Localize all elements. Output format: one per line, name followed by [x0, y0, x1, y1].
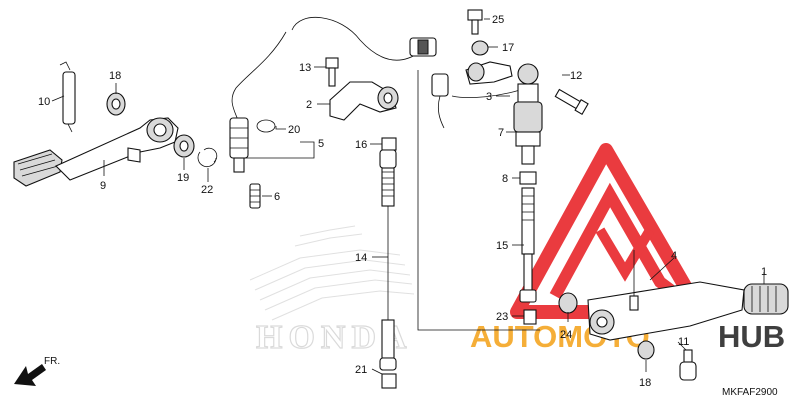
part-master-cylinder-7	[451, 63, 543, 165]
callout-20: 20	[288, 124, 300, 136]
part-clip	[197, 147, 218, 168]
callout-18: 18	[109, 70, 121, 82]
callout-12: 12	[570, 70, 582, 82]
part-pin-22	[523, 309, 537, 325]
part-washer-18b	[637, 340, 655, 360]
part-connector-6	[249, 183, 261, 209]
part-bolt-12	[554, 88, 589, 115]
direction-label: FR.	[44, 356, 60, 367]
part-rod-14	[379, 149, 397, 371]
callout-13: 13	[299, 62, 311, 74]
callout-6: 6	[274, 191, 280, 203]
drawing-code: MKFAF2900	[722, 387, 778, 398]
callout-23: 24	[560, 329, 572, 341]
part-bolt-11	[679, 349, 697, 381]
part-lever-4	[558, 250, 745, 341]
part-bolt-25	[467, 9, 483, 35]
callout-8: 8	[502, 173, 508, 185]
callout-25: 25	[492, 14, 504, 26]
watermark-word-dark: HUB	[718, 319, 785, 354]
part-nut-21	[381, 373, 397, 389]
assembly-frame	[417, 70, 540, 331]
part-nut-16	[381, 137, 397, 151]
callout-11: 11	[678, 336, 689, 348]
callout-17: 17	[502, 42, 514, 54]
callout-22: 23	[496, 311, 508, 323]
callout-4: 4	[671, 250, 677, 262]
callout-16: 16	[355, 139, 367, 151]
callout-18b: 18	[639, 377, 651, 389]
callout-14: 14	[355, 252, 367, 264]
part-rod-15	[519, 187, 537, 303]
callout-15: 15	[496, 240, 508, 252]
part-nut-8	[519, 171, 537, 185]
callout-labels: 10 18 9 19 22 20 5 6 2 13 16 14 21 25 17…	[38, 14, 767, 389]
callout-3: 3	[486, 91, 492, 103]
direction-indicator: FR.	[14, 356, 60, 386]
callout-19: 19	[177, 172, 189, 184]
callout-5: 5	[318, 138, 324, 150]
part-switch	[229, 16, 437, 173]
callout-24: 22	[201, 184, 213, 196]
part-sensor-3	[431, 61, 513, 129]
part-washer-17	[471, 40, 489, 56]
part-arm-2	[329, 81, 399, 121]
callout-7: 7	[498, 127, 504, 139]
part-spring	[59, 61, 76, 133]
part-bolt-13	[325, 57, 339, 87]
front-arrow-icon	[14, 364, 46, 386]
callout-2: 2	[306, 99, 312, 111]
part-brake-pedal	[13, 117, 179, 187]
callout-9: 9	[100, 180, 106, 192]
leader-lines	[51, 18, 765, 375]
callout-10: 10	[38, 96, 50, 108]
part-rubber-1	[743, 283, 789, 315]
callout-1: 1	[761, 266, 767, 278]
callout-21: 21	[355, 364, 367, 376]
